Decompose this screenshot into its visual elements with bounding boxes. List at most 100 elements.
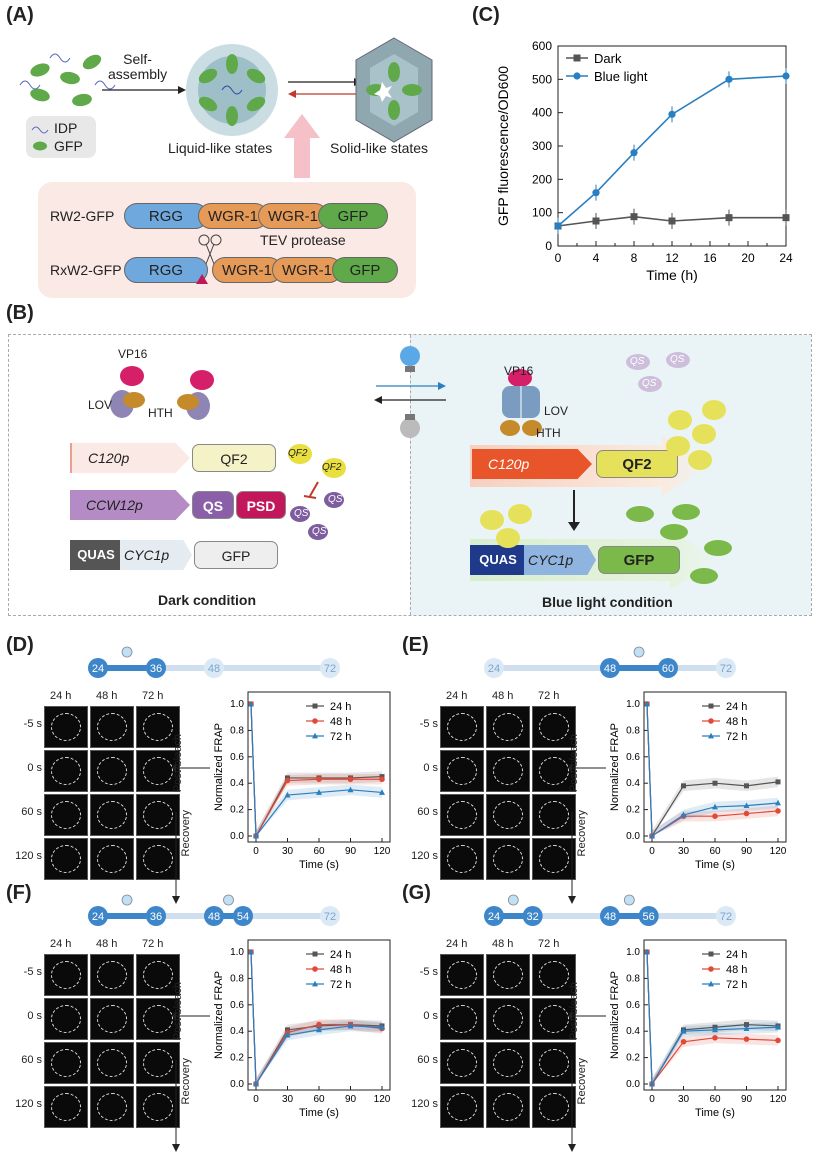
timeline-node-54	[233, 906, 253, 926]
micro-image	[44, 1086, 88, 1128]
frap-frame	[247, 939, 391, 1091]
panel-label-b: (B)	[6, 302, 34, 324]
micro-image	[486, 838, 530, 880]
frap-point	[253, 1080, 259, 1087]
frap-point	[743, 802, 750, 809]
micro-image	[440, 998, 484, 1040]
chart-c-point	[782, 72, 790, 80]
chart-c-series-line	[557, 75, 787, 227]
legend-idp-label: IDP	[54, 120, 78, 136]
micro-image	[136, 1042, 180, 1084]
chart-c-xtick-label: 20	[741, 251, 755, 265]
micro-col-label: 24 h	[446, 938, 468, 950]
micro-row-label: 120 s	[411, 850, 438, 862]
rxw2-rgg: RGG	[124, 257, 208, 283]
panel-a-droplet-diagram	[19, 37, 433, 178]
frap-legend-marker	[708, 718, 714, 724]
chart-c-legend-label: Blue light	[594, 69, 648, 84]
chart-c-ytick-label: 200	[532, 172, 552, 186]
micro-image	[486, 706, 530, 748]
faded-qs-2: QS	[670, 354, 685, 365]
frap-series-line	[646, 951, 779, 1086]
micro-image	[486, 1086, 530, 1128]
frap-point	[712, 780, 718, 786]
micro-col-label: 24 h	[50, 938, 72, 950]
frap-point	[775, 799, 781, 806]
frap-xtick-label: 90	[741, 846, 753, 857]
frap-point	[284, 777, 291, 784]
micro-image	[532, 838, 576, 880]
chart-c-xtick-label: 4	[593, 251, 600, 265]
frap-point	[775, 1024, 781, 1030]
frap-series-line	[250, 951, 383, 1087]
timeline-node-label: 36	[150, 911, 162, 923]
chart-c-point	[554, 222, 562, 230]
rxw2-wgr1-b: WGR-1	[272, 257, 342, 283]
frap-ytick-label: 1.0	[230, 947, 244, 958]
frap-legend-marker	[312, 951, 318, 957]
lov-label-dark: LOV	[88, 398, 113, 412]
panel-label-d: (D)	[6, 634, 34, 656]
frap-point	[712, 1035, 718, 1041]
micro-image	[532, 1086, 576, 1128]
hth-label-blue: HTH	[536, 426, 561, 440]
rw2-wgr1-b: WGR-1	[258, 203, 328, 229]
light-bulb-icon	[633, 646, 645, 658]
timeline-node-label: 54	[237, 911, 249, 923]
timeline-node-label: 72	[324, 663, 336, 675]
chart-c-ytick-label: 300	[532, 139, 552, 153]
frap-ytick-label: 0.4	[626, 1026, 640, 1037]
free-qs-2: QS	[328, 494, 343, 505]
micro-col-label: 48 h	[96, 690, 118, 702]
solid-state-label: Solid-like states	[330, 140, 429, 156]
blue-bulb-icon	[400, 346, 420, 366]
frap-point	[743, 1025, 750, 1031]
micro-arrows	[172, 764, 210, 904]
micro-col-label: 72 h	[538, 938, 560, 950]
self-assembly-label: Self- assembly	[108, 51, 168, 82]
micro-row-label: 120 s	[15, 1098, 42, 1110]
frap-point	[316, 789, 322, 795]
timeline-node-24	[484, 658, 504, 678]
micro-image	[90, 1042, 134, 1084]
frap-series-line	[646, 951, 779, 1087]
panel-label-g: (G)	[402, 882, 431, 904]
micro-image	[136, 750, 180, 792]
micro-row-label: 60 s	[21, 806, 42, 818]
rxw2-wgr1-a: WGR-1	[212, 257, 282, 283]
frap-point	[775, 808, 781, 814]
chart-c-legend-label: Dark	[594, 51, 622, 66]
frap-xtick-label: 120	[374, 846, 391, 857]
micro-row-label: 0 s	[27, 762, 42, 774]
timeline-node-label: 24	[92, 663, 104, 675]
frap-series-line	[250, 951, 383, 1087]
frap-point	[316, 1026, 322, 1033]
timeline-node-48	[600, 906, 620, 926]
micro-image	[532, 954, 576, 996]
light-switch	[374, 346, 446, 438]
frap-legend-marker	[708, 732, 714, 739]
frap-legend-label: 72 h	[330, 979, 351, 991]
micro-image	[486, 750, 530, 792]
timeline-node-label: 48	[604, 663, 616, 675]
frap-error-band	[647, 952, 778, 1084]
timeline-node-72	[320, 658, 340, 678]
frap-xlabel: Time (s)	[299, 859, 339, 871]
micro-image	[486, 1042, 530, 1084]
micro-row-label: 60 s	[21, 1054, 42, 1066]
frap-xtick-label: 0	[253, 846, 259, 857]
chart-c-xtick-label: 24	[779, 251, 793, 265]
timeline-node-48	[204, 906, 224, 926]
dark-lov-proteins	[110, 366, 214, 420]
frap-point	[775, 1037, 781, 1044]
chart-c-xtick-label: 8	[631, 251, 638, 265]
recovery-arrowhead	[568, 1144, 576, 1152]
frap-legend-label: 24 h	[726, 949, 747, 961]
frap-ytick-label: 0.8	[230, 973, 244, 984]
timeline-node-72	[716, 906, 736, 926]
frap-xtick-label: 90	[345, 846, 357, 857]
quas-box-blue: QUAS	[470, 545, 526, 575]
timeline-node-24	[484, 906, 504, 926]
qs-box: QS	[192, 491, 234, 519]
